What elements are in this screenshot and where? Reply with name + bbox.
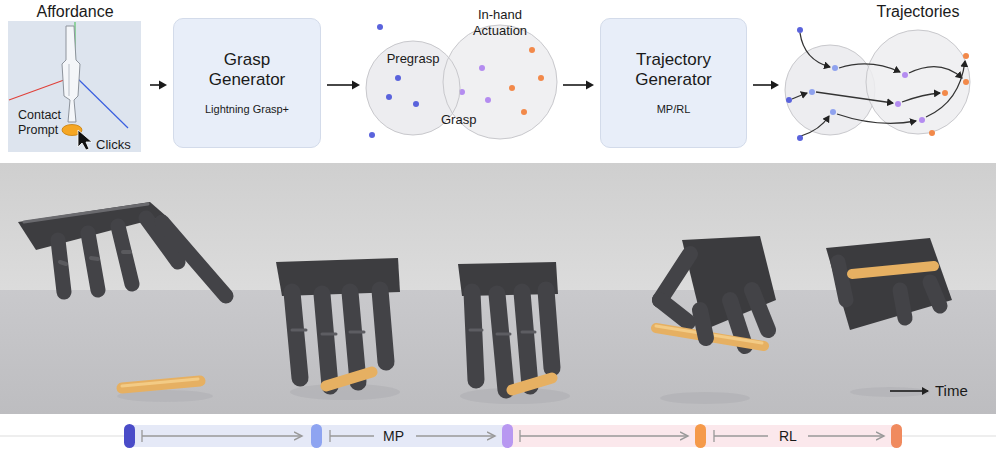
trajectory-group: Trajectories: [785, 0, 972, 136]
state-sets: [366, 24, 557, 139]
timeline: [0, 424, 996, 448]
flow-arrow: [753, 81, 779, 90]
phase-label: RL: [776, 428, 800, 445]
affordance-picture: [8, 21, 141, 152]
flow-arrow: [150, 81, 167, 90]
region-label: Grasp: [441, 112, 476, 128]
input-panel: AffordanceContact PromptClicks: [6, 0, 144, 154]
group-title: Trajectories: [863, 2, 973, 21]
circle-label: Pregrasp: [370, 51, 456, 67]
flow-arrow: [563, 81, 594, 90]
box-title: Grasp Generator: [188, 50, 306, 91]
box-subtitle: MP/RL: [609, 103, 739, 116]
process-box: Trajectory GeneratorMP/RL: [600, 18, 747, 148]
panel-title: Affordance: [6, 2, 144, 21]
phase-label: MP: [380, 428, 407, 445]
circle-heading: In-hand Actuation: [455, 7, 545, 38]
axis-label: Time: [935, 382, 968, 400]
box-title: Trajectory Generator: [615, 50, 733, 91]
box-subtitle: Lightning Grasp+: [182, 103, 312, 116]
callout-text: Contact Prompt: [18, 108, 74, 138]
trajectory-picture: [785, 27, 970, 141]
flow-arrow: [327, 81, 360, 90]
callout-text: Clicks: [96, 137, 142, 153]
process-box: Grasp GeneratorLightning Grasp+: [173, 18, 321, 148]
scene-render: [0, 163, 996, 414]
